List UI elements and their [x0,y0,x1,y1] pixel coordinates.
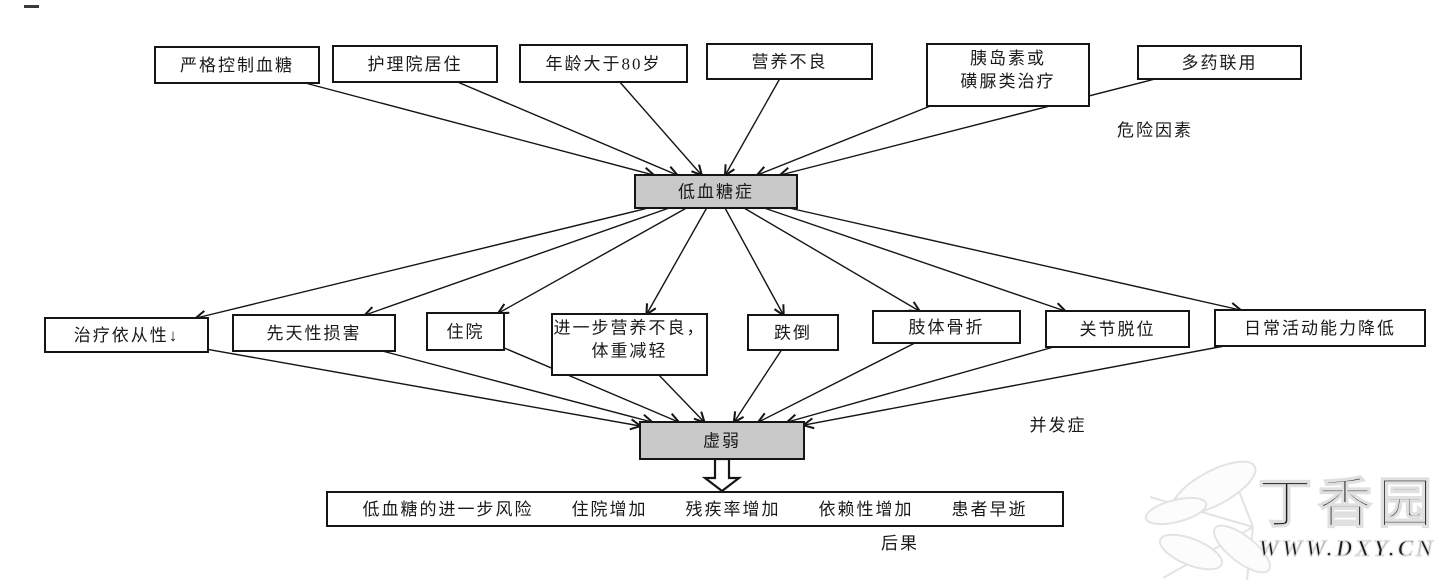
edge-hypoglycemia-to-congenital-impairment [365,207,670,315]
edge-malnutrition-to-hypoglycemia [725,78,781,175]
node-label-treatment-adherence-down: 治疗依从性↓ [74,326,180,345]
node-frailty: 虚弱 [639,421,805,460]
nodes-layer: 严格控制血糖 护理院居住 年龄大于80岁 营养不良 胰岛素或磺脲类治疗 多药联用低血糖症治… [44,43,1426,527]
node-label-malnutrition: 营养不良 [752,53,828,72]
node-box-falls [747,314,839,351]
node-label-congenital-impairment: 先天性损害 [267,324,362,343]
node-label-line: 磺脲类治疗 [961,72,1056,91]
node-label-joint-dislocation: 关节脱位 [1080,320,1156,339]
node-joint-dislocation: 关节脱位 [1045,310,1190,348]
node-label-daily-activity-decline: 日常活动能力降低 [1244,319,1396,338]
node-label-limb-fracture: 肢体骨折 [909,318,985,337]
node-box-treatment-adherence-down [44,317,209,353]
node-congenital-impairment: 先天性损害 [232,314,396,352]
node-label-strict-glucose-control: 严格控制血糖 [180,56,294,75]
node-treatment-adherence-down: 治疗依从性↓ [44,317,209,353]
node-box-hospitalization [426,312,505,351]
edge-insulin-or-sulfonylurea-to-hypoglycemia [757,105,931,175]
node-box-joint-dislocation [1045,310,1190,348]
edge-hypoglycemia-to-falls [724,207,783,315]
node-nursing-home-residence: 护理院居住 [332,45,498,83]
stray-scan-mark [24,5,39,8]
outcomes-label: 后果 [881,534,919,553]
edges-layer [196,78,1240,493]
node-box-malnutrition [706,43,873,80]
edge-hospitalization-to-frailty [503,347,678,422]
node-box-age-over-80 [519,44,688,83]
node-label-nursing-home-residence: 护理院居住 [368,55,463,74]
edge-hypoglycemia-to-hospitalization [499,207,687,313]
node-outcomes: 低血糖的进一步风险 住院增加 残疾率增加 依赖性增加 患者早逝 [326,491,1064,527]
dxy-site-url: WWW.DXY.CN [1258,536,1435,561]
node-label-insulin-or-sulfonylurea: 胰岛素或磺脲类治疗 [961,49,1056,91]
edge-congenital-impairment-to-frailty [382,350,651,422]
node-age-over-80: 年龄大于80岁 [519,44,688,83]
edge-falls-to-frailty [734,349,783,422]
edge-treatment-adherence-down-to-frailty [207,348,640,426]
edge-further-malnutrition-weight-loss-to-frailty [658,374,704,422]
node-box-outcomes [326,491,1064,527]
dxy-logo-leaves-icon [1144,460,1271,581]
node-polypharmacy: 多药联用 [1137,45,1302,80]
node-hospitalization: 住院 [426,312,505,351]
node-box-nursing-home-residence [332,45,498,83]
node-strict-glucose-control: 严格控制血糖 [154,46,320,84]
edge-hypoglycemia-to-joint-dislocation [763,207,1065,311]
node-label-polypharmacy: 多药联用 [1182,54,1258,73]
node-label-further-malnutrition-weight-loss: 进一步营养不良， 体重减轻 [554,319,706,361]
dxy-watermark: 丁香园 WWW.DXY.CN [1144,460,1438,581]
node-label-falls: 跌倒 [774,324,812,343]
node-box-limb-fracture [872,310,1021,344]
edge-hypoglycemia-to-treatment-adherence-down [196,207,649,318]
node-box-hypoglycemia [634,174,798,209]
node-label-hospitalization: 住院 [447,323,485,342]
block-arrow-frailty-to-outcomes [701,457,743,493]
node-limb-fracture: 肢体骨折 [872,310,1021,344]
edge-joint-dislocation-to-frailty [788,346,1054,422]
edge-polypharmacy-to-hypoglycemia [780,78,1156,175]
node-box-frailty [639,421,805,460]
node-label-line: 胰岛素或 [970,49,1046,68]
edge-hypoglycemia-to-daily-activity-decline [788,207,1240,310]
node-daily-activity-decline: 日常活动能力降低 [1214,309,1426,347]
node-label-line: 体重减轻 [592,342,668,361]
node-box-polypharmacy [1137,45,1302,80]
node-hypoglycemia: 低血糖症 [634,174,798,209]
edge-hypoglycemia-to-further-malnutrition-weight-loss [647,207,708,314]
node-insulin-or-sulfonylurea: 胰岛素或磺脲类治疗 [926,43,1090,107]
edge-hypoglycemia-to-limb-fracture [743,207,919,311]
edge-nursing-home-residence-to-hypoglycemia [457,81,677,175]
node-label-age-over-80: 年龄大于80岁 [546,55,662,74]
edge-daily-activity-decline-to-frailty [804,345,1225,425]
node-label-frailty: 虚弱 [703,432,741,451]
node-falls: 跌倒 [747,314,839,351]
node-box-daily-activity-decline [1214,309,1426,347]
edge-age-over-80-to-hypoglycemia [619,81,702,175]
risk-factors-label: 危险因素 [1117,121,1193,140]
node-label-outcomes: 低血糖的进一步风险 住院增加 残疾率增加 依赖性增加 患者早逝 [363,500,1028,519]
node-box-insulin-or-sulfonylurea [926,43,1090,107]
node-further-malnutrition-weight-loss: 进一步营养不良， 体重减轻 [551,313,708,376]
edge-strict-glucose-control-to-hypoglycemia [304,82,653,175]
node-label-hypoglycemia: 低血糖症 [678,183,754,202]
dxy-site-name: 丁香园 [1258,474,1438,534]
edge-limb-fracture-to-frailty [759,342,916,422]
node-malnutrition: 营养不良 [706,43,873,80]
node-box-congenital-impairment [232,314,396,352]
node-label-line: 进一步营养不良， [554,319,706,338]
complications-label: 并发症 [1030,416,1087,435]
node-box-further-malnutrition-weight-loss [551,313,708,376]
node-box-strict-glucose-control [154,46,320,84]
